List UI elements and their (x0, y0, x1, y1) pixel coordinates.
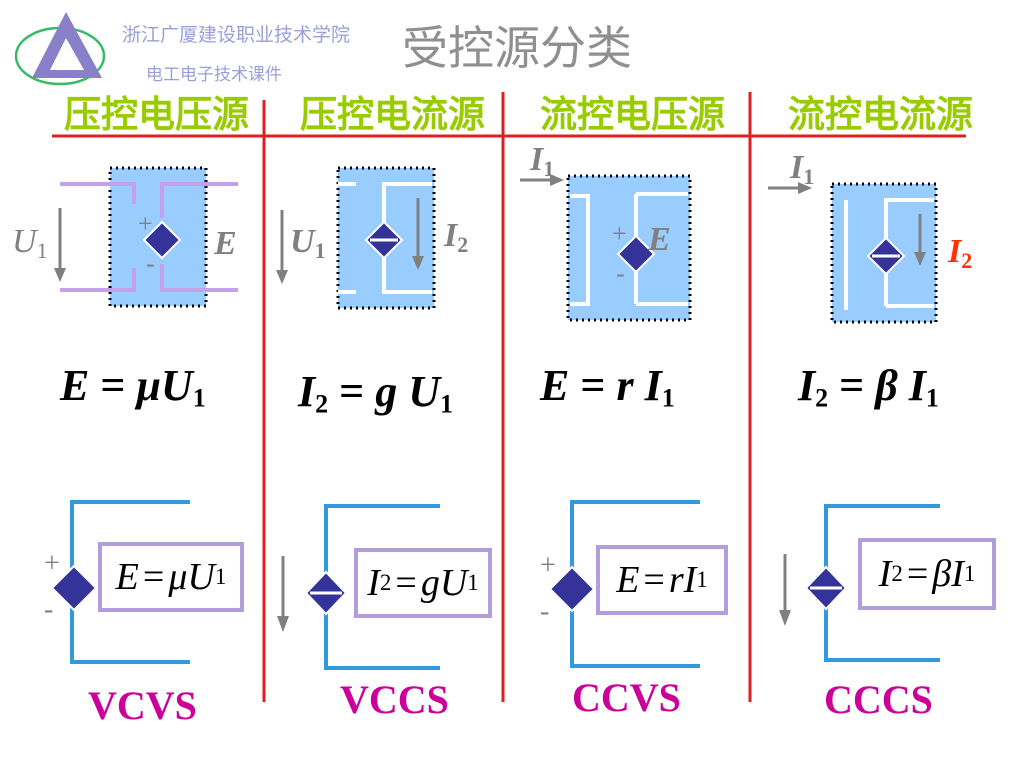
vccs-symbol-arrow-icon (277, 616, 289, 632)
vccs-output-arrow-icon (412, 256, 424, 270)
vcvs-symbol: + - (44, 500, 190, 664)
cccs-current-arrow-icon (798, 182, 812, 194)
vccs-output-label: I2 (443, 217, 468, 257)
vcvs-abbr: VCVS (88, 683, 197, 728)
vcvs-control-label: U1 (12, 223, 48, 263)
page-title: 受控源分类 (402, 21, 632, 75)
vcvs-voltage-arrow-icon (54, 268, 66, 282)
ccvs-formula: E = r I1 (540, 361, 675, 413)
vccs-formula: I2 = g U1 (298, 367, 453, 419)
category-vcvs: 压控电压源 (64, 93, 249, 136)
vcvs-formula: E = μU1 (60, 361, 206, 413)
vcvs-symbol-plus: + (44, 548, 60, 579)
vccs-voltage-arrow-icon (276, 270, 288, 284)
vcvs-output-label: E (213, 225, 237, 262)
cccs-output-arrow-icon (914, 252, 926, 266)
vcvs-symbol-minus: - (44, 594, 53, 625)
vcvs-schematic: + - U1 E (12, 166, 238, 308)
category-vccs: 压控电流源 (300, 93, 485, 136)
ccvs-symbol-minus: - (540, 596, 549, 627)
vccs-abbr: VCCS (340, 677, 449, 722)
ccvs-output-label: E (647, 221, 671, 258)
cccs-control-label: I1 (789, 149, 814, 189)
school-logo-icon (14, 12, 106, 86)
vcvs-plus-sign: + (138, 209, 153, 238)
vcvs-minus-sign: - (146, 249, 155, 278)
ccvs-minus-sign: - (616, 259, 625, 288)
category-ccvs: 流控电压源 (540, 93, 725, 136)
cccs-output-label: I2 (947, 233, 972, 273)
vccs-schematic: U1 I2 (276, 166, 468, 310)
vccs-symbol (277, 504, 440, 670)
category-cccs: 流控电流源 (788, 93, 973, 136)
ccvs-current-arrow-icon (550, 174, 564, 186)
cccs-schematic: I1 I2 (768, 149, 972, 324)
ccvs-plus-sign: + (612, 219, 627, 248)
ccvs-control-label: I1 (529, 141, 554, 181)
ccvs-abbr: CCVS (572, 675, 681, 720)
vccs-control-label: U1 (290, 223, 326, 263)
ccvs-symbol-plus: + (540, 550, 556, 581)
school-name: 浙江广厦建设职业技术学院 (122, 24, 351, 46)
cccs-symbol (779, 504, 940, 662)
course-name: 电工电子技术课件 (146, 65, 282, 85)
cccs-symbol-arrow-icon (779, 610, 791, 626)
ccvs-schematic: + - I1 E (520, 141, 692, 322)
cccs-abbr: CCCS (824, 677, 933, 722)
cccs-formula: I2 = β I1 (798, 361, 939, 413)
ccvs-symbol: + - (540, 500, 700, 668)
table-dividers (52, 92, 966, 702)
